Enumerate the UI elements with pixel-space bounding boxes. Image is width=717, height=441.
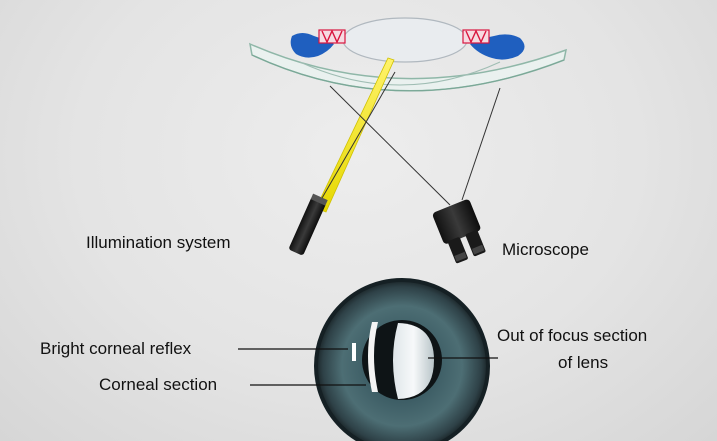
microscope-icon bbox=[432, 199, 486, 264]
eye-cross-section bbox=[249, 17, 567, 92]
chamber-curve bbox=[299, 61, 501, 86]
corneal-section-label: Corneal section bbox=[99, 375, 217, 394]
corneal-section bbox=[368, 322, 378, 392]
out-of-focus-lens-section bbox=[393, 323, 434, 399]
suspensory-spring-right bbox=[462, 29, 490, 44]
eye-icon bbox=[314, 278, 490, 441]
optical-rays bbox=[317, 71, 501, 206]
light-beam bbox=[315, 57, 395, 213]
label-leaders bbox=[238, 348, 498, 386]
lens-icon bbox=[342, 17, 468, 63]
iris-left bbox=[290, 33, 334, 58]
microscope-label: Microscope bbox=[502, 240, 589, 259]
bright-corneal-reflex bbox=[352, 343, 356, 361]
illumination-lamp-icon bbox=[289, 193, 328, 255]
illumination-system-label: Illumination system bbox=[86, 233, 231, 252]
suspensory-spring-left bbox=[318, 29, 346, 44]
out-of-focus-label-line2: of lens bbox=[558, 353, 608, 372]
out-of-focus-label-line1: Out of focus section bbox=[497, 326, 647, 345]
cornea-inner-curve bbox=[251, 54, 565, 92]
bright-corneal-reflex-label: Bright corneal reflex bbox=[40, 339, 192, 358]
